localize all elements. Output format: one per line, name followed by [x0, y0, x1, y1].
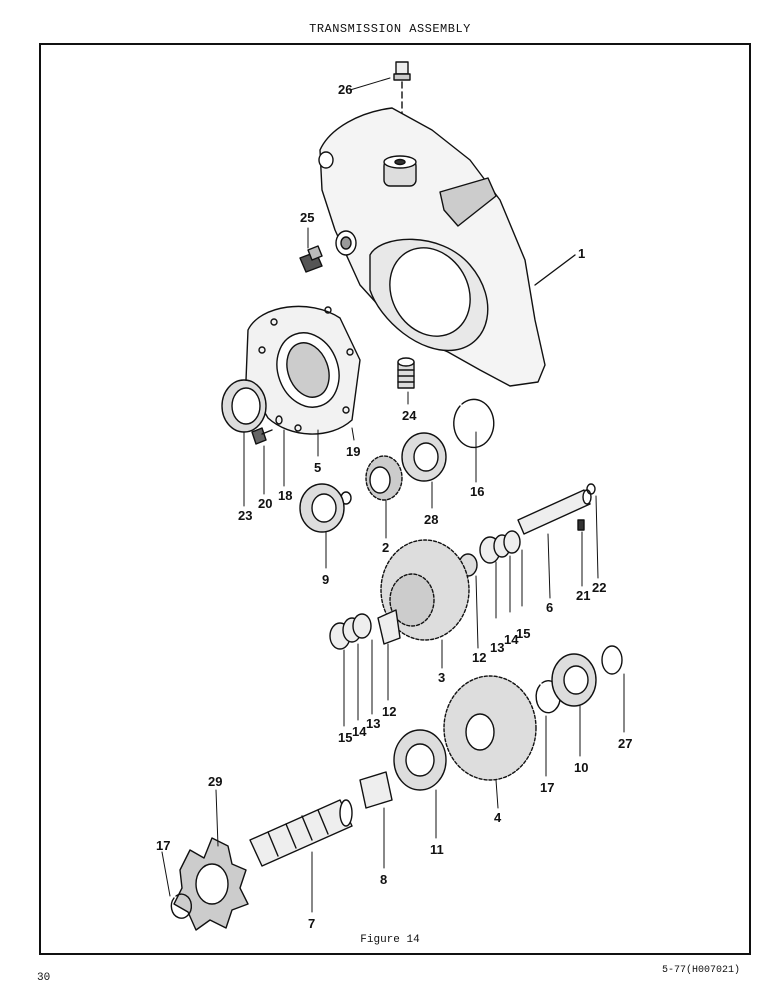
part-plug	[299, 245, 323, 273]
part-collar	[359, 771, 393, 809]
callout-26: 26	[338, 82, 352, 97]
part-retaining-ring	[586, 483, 596, 495]
callout-14-lower: 14	[352, 724, 367, 739]
callout-13-lower: 13	[366, 716, 380, 731]
callout-7: 7	[308, 916, 315, 931]
callout-15-upper: 15	[516, 626, 530, 641]
part-transmission-case	[318, 107, 576, 387]
callout-5: 5	[314, 460, 321, 475]
callout-8: 8	[380, 872, 387, 887]
callout-23: 23	[238, 508, 252, 523]
callout-6: 6	[546, 600, 553, 615]
callout-3: 3	[438, 670, 445, 685]
part-sprocket	[173, 837, 249, 931]
callout-28: 28	[424, 512, 438, 527]
callout-24: 24	[402, 408, 417, 423]
document-code: 5-77(H007021)	[661, 965, 740, 976]
part-pinion-gear	[365, 455, 403, 501]
part-bearing-cover	[245, 305, 361, 435]
part-ball-bearing-11	[393, 729, 447, 791]
part-pin	[577, 519, 585, 531]
part-bolt	[251, 427, 273, 445]
callout-2: 2	[382, 540, 389, 555]
part-snap-ring-16	[453, 398, 495, 449]
callout-22: 22	[592, 580, 606, 595]
part-output-gear	[443, 675, 537, 781]
figure-frame	[39, 43, 751, 955]
part-thrust-washers-right	[479, 530, 521, 564]
callout-25: 25	[300, 210, 314, 225]
part-oil-seal	[221, 379, 267, 433]
callout-19: 19	[346, 444, 360, 459]
callout-12-upper: 12	[472, 650, 486, 665]
part-output-shaft	[249, 799, 353, 867]
callout-29: 29	[208, 774, 222, 789]
callout-21: 21	[576, 588, 590, 603]
callout-1: 1	[578, 246, 585, 261]
page-number: 30	[37, 972, 51, 984]
callout-14-upper: 14	[504, 632, 519, 647]
page-title: TRANSMISSION ASSEMBLY	[309, 22, 471, 36]
figure-caption: Figure 14	[360, 934, 420, 946]
callout-17-left: 17	[156, 838, 170, 853]
part-snap-ring-17b	[170, 893, 193, 919]
callout-13-upper: 13	[490, 640, 504, 655]
callout-20: 20	[258, 496, 272, 511]
callout-27: 27	[618, 736, 632, 751]
part-ball-bearing-10	[551, 653, 597, 707]
callout-16: 16	[470, 484, 484, 499]
callout-17-right: 17	[540, 780, 554, 795]
callout-18: 18	[278, 488, 292, 503]
part-idler-shaft	[517, 489, 592, 535]
callout-9: 9	[322, 572, 329, 587]
part-breather	[397, 357, 415, 389]
part-cluster-gear	[377, 539, 470, 645]
part-cap-27	[601, 645, 623, 675]
part-ball-bearing-28	[401, 432, 447, 482]
part-ball-bearing-9	[299, 483, 345, 533]
part-thrust-washers-left	[329, 613, 372, 650]
callout-15-lower: 15	[338, 730, 352, 745]
callout-10: 10	[574, 760, 588, 775]
callout-12-lower: 12	[382, 704, 396, 719]
callout-11: 11	[430, 842, 444, 857]
callout-4: 4	[494, 810, 502, 825]
part-lock-washer	[275, 415, 283, 425]
